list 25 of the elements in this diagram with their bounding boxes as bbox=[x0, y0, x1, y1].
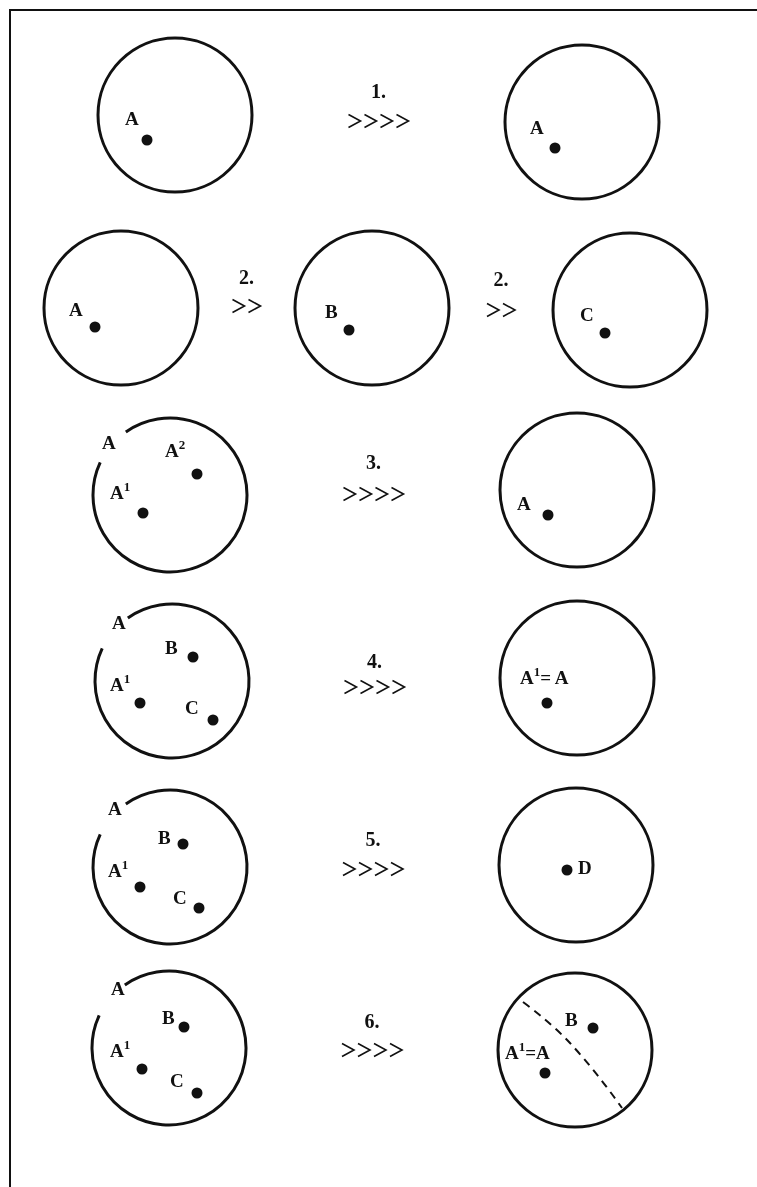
point-label: A$^{1}$= A bbox=[520, 668, 569, 688]
point-label: B bbox=[158, 828, 171, 848]
point-label: D bbox=[578, 858, 592, 878]
point-label: C bbox=[580, 305, 594, 325]
point-label: C bbox=[170, 1071, 184, 1091]
point-label: A bbox=[125, 109, 139, 129]
point-label: A bbox=[111, 979, 125, 999]
point-label: A bbox=[517, 494, 531, 514]
point-label: A bbox=[69, 300, 83, 320]
point-label: B bbox=[565, 1010, 578, 1030]
point-label: A bbox=[530, 118, 544, 138]
point-label: C bbox=[173, 888, 187, 908]
point-label: C bbox=[185, 698, 199, 718]
point-label: A bbox=[108, 799, 122, 819]
point-label: B bbox=[165, 638, 178, 658]
point-label: A$^{1}$ bbox=[110, 675, 131, 695]
point-label: A$^{1}$ bbox=[110, 483, 131, 503]
point-label: A$^{2}$ bbox=[165, 441, 186, 461]
point-label: A$^{1}$ bbox=[110, 1041, 131, 1061]
point-label: A$^{1}$ bbox=[108, 861, 129, 881]
point-label: A bbox=[102, 433, 116, 453]
point-label: B bbox=[162, 1008, 175, 1028]
point-label: B bbox=[325, 302, 338, 322]
point-label: A bbox=[112, 613, 126, 633]
point-label: A$^{1}$=A bbox=[505, 1043, 550, 1063]
